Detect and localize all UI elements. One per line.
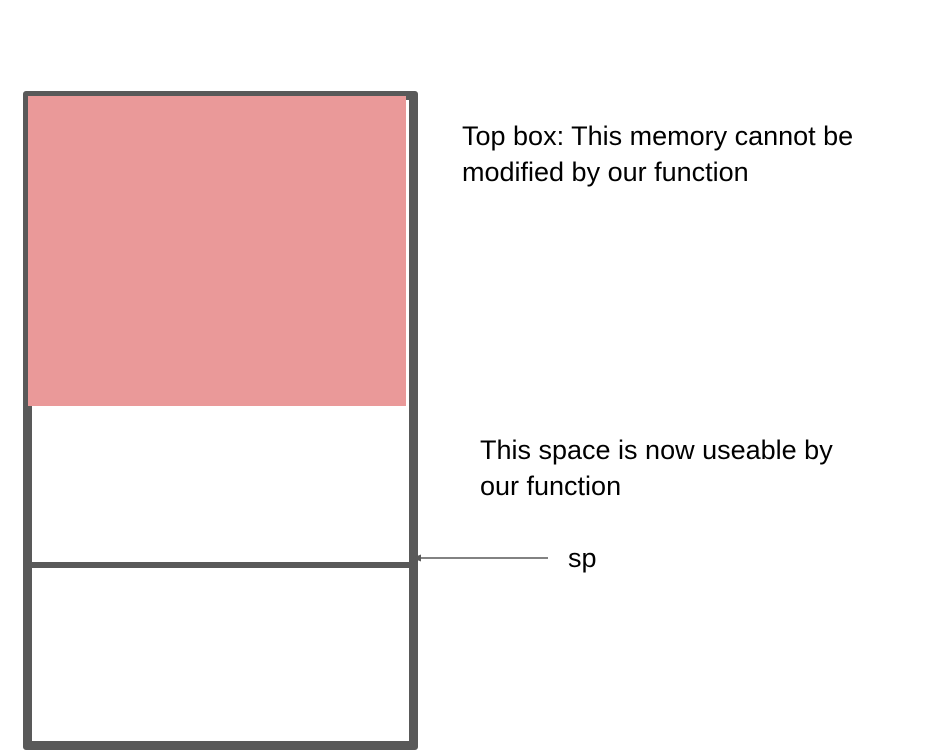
reserved-memory-region [28,96,406,406]
stack-pointer-label: sp [568,543,597,573]
usable-space-label: This space is now useable by our functio… [480,432,833,504]
usable-space-label-line1: This space is now useable by [480,435,833,465]
top-box-label: Top box: This memory cannot be modified … [462,118,853,190]
stack-pointer-arrow [412,554,548,562]
usable-space-label-line2: our function [480,471,622,501]
top-box-label-line1: Top box: This memory cannot be [462,121,854,151]
top-box-label-line2: modified by our function [462,157,749,187]
stack-frame [23,91,418,750]
stack-pointer-divider [32,562,409,568]
arrow-head [412,554,421,562]
